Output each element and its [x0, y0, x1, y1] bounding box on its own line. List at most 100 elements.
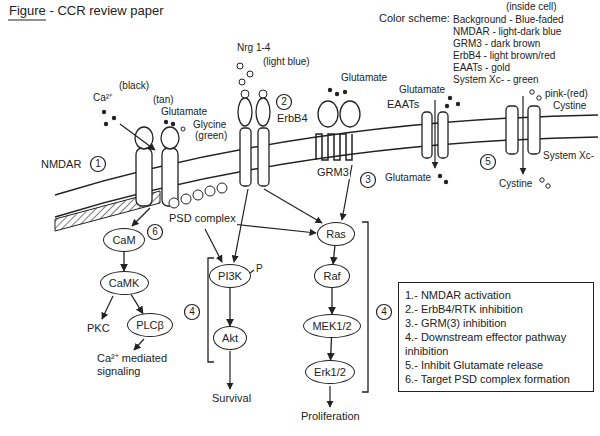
neuregulin-bound — [241, 90, 249, 98]
grm3-transmembrane — [316, 134, 352, 160]
eaat-transporter — [422, 112, 432, 158]
glutamate-dot — [335, 92, 339, 96]
label-text: Glutamate — [340, 72, 388, 84]
grm3-venus-flytrap — [318, 101, 338, 127]
pathway-arrow — [331, 288, 332, 314]
signal-arrow — [264, 189, 322, 223]
label-text: Survival — [211, 392, 252, 405]
callout-number: 1 — [94, 158, 102, 170]
glutamate-dot — [171, 122, 175, 126]
label-text: ErbB4 — [276, 112, 309, 125]
pathway-bracket — [362, 222, 368, 392]
label-text: PSD complex — [168, 212, 237, 225]
nmdar-subunit — [162, 148, 178, 206]
neuregulin-bound — [259, 90, 267, 98]
node-text: Raf — [323, 270, 340, 282]
calcium-dot — [102, 110, 106, 114]
erbb4-ectodomain — [238, 98, 252, 126]
node-text: Erk1/2 — [314, 366, 346, 378]
label-text: Color scheme: — [378, 12, 451, 25]
callout-circle — [361, 173, 376, 188]
pathway-node: MEK1/2 — [303, 314, 361, 338]
node-text: 6.- Target PSD complex formation — [405, 372, 587, 386]
node-text: 2.- ErbB4/RTK inhibition — [405, 302, 587, 316]
glycine-dot — [181, 127, 185, 131]
signal-arrow — [229, 351, 230, 389]
label-text: (inside cell) — [505, 1, 558, 13]
pathway-node: PI3K — [209, 264, 251, 288]
callout-number: 4 — [188, 306, 196, 318]
label-text: pink-(red) — [544, 88, 589, 100]
signal-arrow — [234, 189, 248, 262]
node-text: 1.- NMDAR activation — [405, 288, 587, 302]
system-xc-transporter — [506, 106, 518, 154]
cystine-uptake-arrow — [522, 96, 523, 174]
pathway-arrow — [123, 252, 124, 271]
neuregulin-dot — [237, 63, 243, 69]
label-text: Ca²⁺ — [92, 92, 113, 104]
signal-arrow — [232, 224, 316, 233]
label-text: Glutamate — [384, 172, 432, 184]
node-text: CaM — [112, 234, 135, 246]
signal-arrow — [102, 296, 113, 319]
callout-circle — [481, 155, 496, 170]
pathway-node: Ras — [317, 222, 355, 246]
node-text: MEK1/2 — [312, 320, 351, 332]
figure-title: Figure - CCR review paper — [8, 4, 165, 19]
label-text: EAATs — [386, 98, 420, 111]
signal-arrow — [329, 386, 330, 407]
label-text: GRM3 - dark brown — [452, 38, 541, 50]
psd-protein — [217, 183, 227, 193]
glutamate-dot — [444, 180, 448, 184]
node-text: PI3K — [218, 270, 242, 282]
node-text: PLCβ — [136, 319, 164, 331]
label-text: NMDAR — [40, 158, 82, 171]
label-text: Cystine — [552, 100, 587, 112]
label-text: GRM3 — [316, 166, 350, 179]
callout-circle — [377, 305, 392, 320]
erbb4-subunit — [240, 128, 251, 186]
calcium-dot — [104, 122, 108, 126]
pathway-node: Raf — [314, 264, 350, 288]
node-text: 5.- Inhibit Glutamate release — [405, 358, 587, 372]
node-text: Akt — [222, 332, 238, 344]
signal-arrow — [205, 229, 222, 262]
node-text: 3.- GRM(3) inhibition — [405, 316, 587, 330]
psd-protein — [181, 194, 191, 204]
label-text: P — [255, 263, 264, 275]
pathway-arrow — [333, 246, 335, 264]
erbb4-subunit — [258, 128, 269, 186]
nmdar-ligand-domain — [161, 127, 179, 149]
calcium-dot — [112, 116, 116, 120]
glutamate-dot — [164, 120, 168, 124]
callout-circle — [185, 305, 200, 320]
pathway-node: CaMK — [100, 271, 149, 295]
label-text: Glutamate — [398, 84, 446, 96]
cystine-dot — [540, 178, 544, 182]
signal-arrow — [132, 208, 150, 226]
callout-number: 5 — [484, 156, 492, 168]
pathway-arrow — [229, 288, 230, 326]
label-text: System Xc- - green — [452, 74, 540, 86]
pathway-arrow — [131, 294, 143, 313]
callout-circle — [277, 95, 292, 110]
callout-number: 6 — [151, 226, 159, 238]
label-text: Glutamate — [160, 106, 208, 118]
glutamate-dot — [448, 96, 452, 100]
glutamate-dot — [438, 174, 442, 178]
label-text: Glycine — [192, 119, 227, 131]
node-text: Ras — [326, 228, 346, 240]
label-text: (light blue) — [262, 56, 311, 68]
psd-protein — [169, 198, 179, 208]
phospho-tick — [250, 270, 254, 273]
erbb4-ectodomain — [256, 98, 270, 126]
title-underline — [8, 19, 46, 20]
node-text: CaMK — [109, 277, 140, 289]
glutamate-dot — [456, 102, 460, 106]
glutamate-dot — [445, 104, 449, 108]
node-text: 4.- Downstream effector pathway inhibiti… — [405, 330, 587, 358]
cystine-dot — [530, 90, 534, 94]
label-text: PKC — [86, 322, 111, 335]
psd-protein — [193, 190, 203, 200]
